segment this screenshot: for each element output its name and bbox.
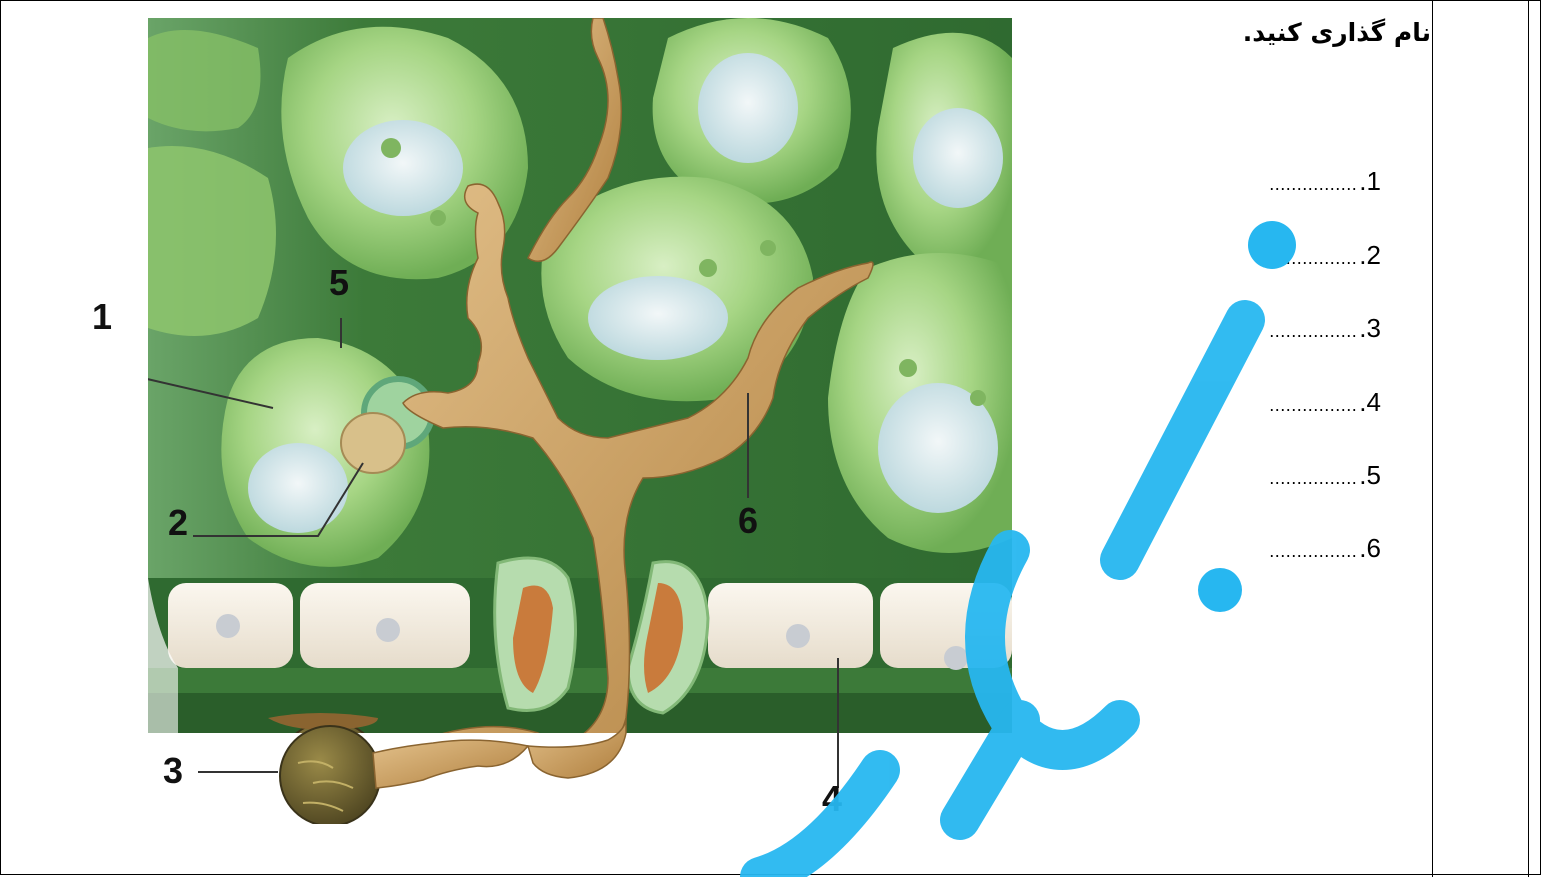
answer-blank-4[interactable]: .................4 (1181, 387, 1381, 423)
answer-blank-3[interactable]: .................3 (1181, 313, 1381, 349)
answer-blank-2[interactable]: .................2 (1181, 240, 1381, 276)
figure-label-1: 1 (92, 296, 112, 338)
figure-label-4: 4 (822, 778, 842, 820)
answer-blank-1[interactable]: .................1 (1181, 166, 1381, 202)
question-title: نام گذاری کنید. (1243, 18, 1431, 47)
column-divider-left (1432, 0, 1433, 877)
figure-label-2: 2 (168, 502, 188, 544)
fungal-infection-diagram (148, 18, 1012, 824)
figure-label-5: 5 (329, 262, 349, 304)
answer-blank-6[interactable]: .................6 (1181, 533, 1381, 569)
epidermis (148, 578, 1012, 733)
column-divider-right (1528, 0, 1529, 877)
answer-blank-5[interactable]: .................5 (1181, 460, 1381, 496)
figure-label-6: 6 (738, 500, 758, 542)
figure-label-3: 3 (163, 750, 183, 792)
